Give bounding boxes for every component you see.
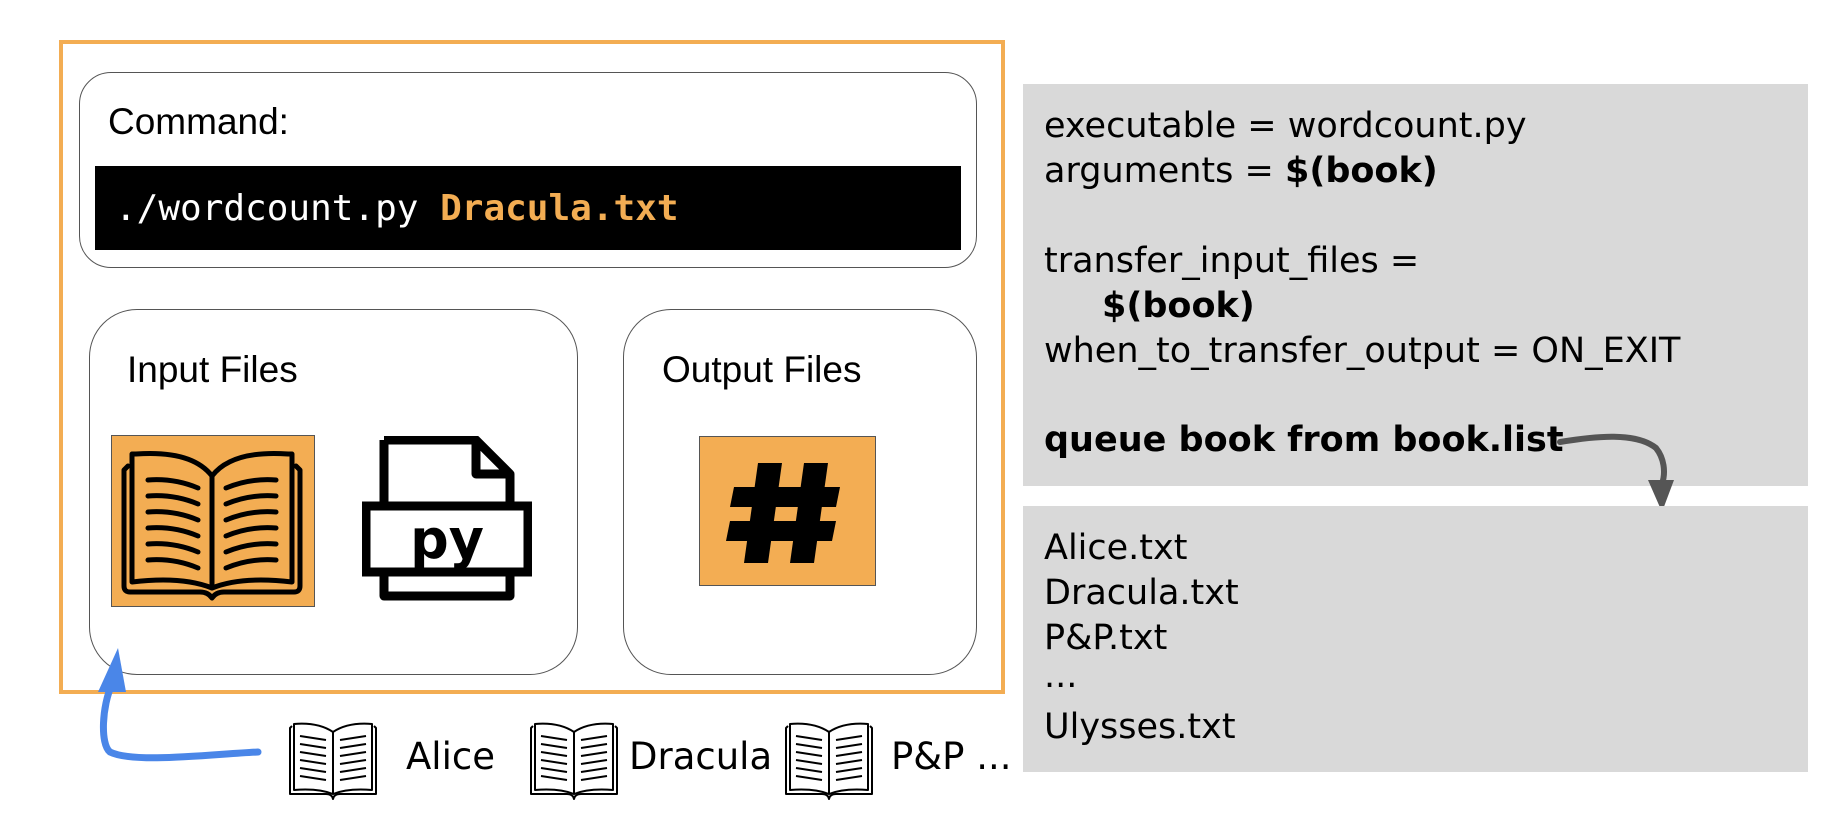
book-icon-dracula: [530, 722, 618, 800]
input-files-title: Input Files: [127, 349, 298, 390]
arguments-value: $(book): [1284, 151, 1438, 191]
book-icon-pp: [785, 722, 873, 800]
job-box: [59, 40, 1005, 694]
python-file-icon: py: [361, 435, 533, 604]
book-label-dracula: Dracula: [629, 735, 773, 778]
book-list-panel: [1023, 506, 1808, 772]
book-icon-alice: [289, 722, 377, 800]
book-list-item: ...: [1044, 656, 1078, 696]
queue-line: queue book from book.list: [1044, 420, 1564, 460]
open-book-icon: [121, 451, 303, 601]
command-label: Command:: [108, 101, 289, 142]
arguments-prefix: arguments =: [1044, 151, 1285, 191]
output-hash-tile: [699, 436, 876, 586]
when-to-transfer-line: when_to_transfer_output = ON_EXIT: [1044, 331, 1681, 371]
transfer-input-value: $(book): [1102, 286, 1255, 326]
command-executable: ./wordcount.py: [115, 187, 441, 229]
executable-line: executable = wordcount.py: [1044, 106, 1527, 146]
input-book-tile: [111, 435, 315, 607]
book-label-alice: Alice: [406, 735, 495, 778]
output-files-title: Output Files: [662, 349, 862, 390]
book-list-item: Ulysses.txt: [1044, 707, 1236, 747]
transfer-input-line: transfer_input_files =: [1044, 241, 1420, 281]
submit-file-panel: [1023, 84, 1808, 486]
book-list-item: P&P.txt: [1044, 618, 1168, 658]
hash-icon: [726, 463, 840, 563]
book-list-item: Alice.txt: [1044, 528, 1188, 568]
book-list-item: Dracula.txt: [1044, 573, 1239, 613]
queue-list-arrow: [1557, 433, 1674, 512]
arguments-line: arguments = $(book): [1044, 149, 1438, 194]
command-argument: Dracula.txt: [440, 187, 679, 229]
command-terminal: ./wordcount.py Dracula.txt: [95, 166, 961, 250]
svg-text:py: py: [410, 508, 484, 571]
book-label-pp: P&P ...: [891, 735, 1012, 778]
book-input-arrow: [98, 648, 262, 762]
